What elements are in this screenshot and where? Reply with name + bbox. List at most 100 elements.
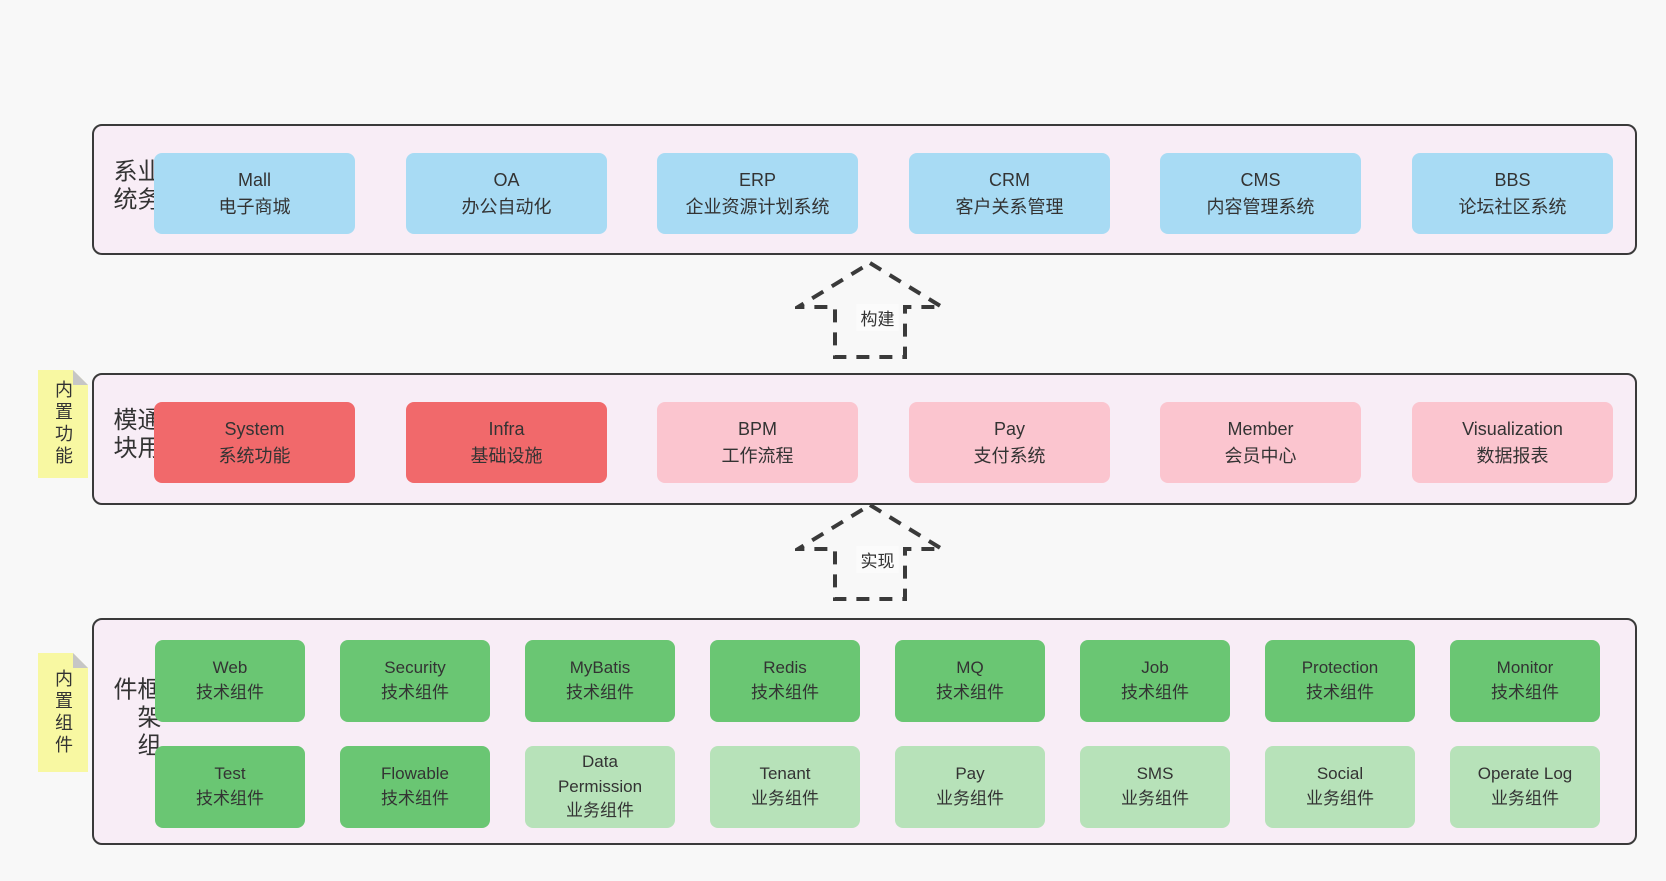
box-title: Monitor xyxy=(1496,658,1554,678)
box-title: Mall xyxy=(237,170,271,191)
box-title: Pay xyxy=(993,419,1026,440)
box-subtitle: 技术组件 xyxy=(1491,683,1559,702)
box-subtitle: 企业资源计划系统 xyxy=(685,196,830,217)
build-arrow-label: 构建 xyxy=(856,304,899,331)
box-mall: Mall 电子商城 xyxy=(154,153,355,234)
box-subtitle: 技术组件 xyxy=(381,683,449,702)
box-subtitle: 支付系统 xyxy=(973,445,1046,466)
box-title: Web xyxy=(212,658,248,678)
box-protection: Protection 技术组件 xyxy=(1265,640,1415,722)
box-subtitle: 系统功能 xyxy=(218,445,291,466)
box-title: Visualization xyxy=(1462,419,1563,440)
box-mybatis: MyBatis 技术组件 xyxy=(525,640,675,722)
box-web: Web 技术组件 xyxy=(155,640,305,722)
box-visualization: Visualization 数据报表 xyxy=(1412,402,1613,483)
box-data-permission: Data Permission 业务组件 xyxy=(525,746,675,828)
box-subtitle: 数据报表 xyxy=(1476,445,1549,466)
box-title: Flowable xyxy=(380,764,450,784)
box-title: MQ xyxy=(956,658,984,678)
box-operate-log: Operate Log 业务组件 xyxy=(1450,746,1600,828)
framework-components-label: 框架组件 xyxy=(109,675,160,760)
box-mq: MQ 技术组件 xyxy=(895,640,1045,722)
box-subtitle: 工作流程 xyxy=(721,445,794,466)
note-fold-corner xyxy=(73,370,88,385)
box-subtitle: 技术组件 xyxy=(196,789,264,808)
build-arrow: 构建 xyxy=(795,260,945,360)
box-subtitle: 业务组件 xyxy=(936,789,1004,808)
box-subtitle: 业务组件 xyxy=(751,789,819,808)
box-security: Security 技术组件 xyxy=(340,640,490,722)
box-subtitle: 业务组件 xyxy=(1491,789,1559,808)
box-title: Security xyxy=(384,658,446,678)
box-bbs: BBS 论坛社区系统 xyxy=(1412,153,1613,234)
box-title: BBS xyxy=(1494,170,1531,191)
box-tenant: Tenant 业务组件 xyxy=(710,746,860,828)
box-title: Test xyxy=(214,764,246,784)
box-social: Social 业务组件 xyxy=(1265,746,1415,828)
box-subtitle: 技术组件 xyxy=(1306,683,1374,702)
box-member: Member 会员中心 xyxy=(1160,402,1361,483)
implement-arrow: 实现 xyxy=(795,502,945,602)
box-title: System xyxy=(224,419,285,440)
box-title: Pay xyxy=(955,764,985,784)
box-title: CMS xyxy=(1240,170,1281,191)
box-subtitle: 基础设施 xyxy=(470,445,543,466)
box-title: Tenant xyxy=(759,764,811,784)
up-arrow-icon xyxy=(795,260,945,359)
box-title: Social xyxy=(1316,764,1364,784)
box-pay-component: Pay 业务组件 xyxy=(895,746,1045,828)
box-subtitle: 技术组件 xyxy=(381,789,449,808)
business-systems-label: 业务系统 xyxy=(109,157,160,214)
box-title: Data Permission xyxy=(557,752,643,796)
box-subtitle: 客户关系管理 xyxy=(955,196,1064,217)
common-modules-panel: 通用模块 System 系统功能 Infra 基础设施 BPM 工作流程 Pay… xyxy=(92,373,1637,505)
box-subtitle: 论坛社区系统 xyxy=(1458,196,1567,217)
box-system: System 系统功能 xyxy=(154,402,355,483)
box-pay-module: Pay 支付系统 xyxy=(909,402,1110,483)
box-bpm: BPM 工作流程 xyxy=(657,402,858,483)
box-subtitle: 业务组件 xyxy=(1306,789,1374,808)
box-title: Redis xyxy=(763,658,807,678)
builtin-features-note: 内置功能 xyxy=(38,370,88,478)
box-infra: Infra 基础设施 xyxy=(406,402,607,483)
box-monitor: Monitor 技术组件 xyxy=(1450,640,1600,722)
box-subtitle: 办公自动化 xyxy=(461,196,552,217)
box-subtitle: 电子商城 xyxy=(218,196,291,217)
up-arrow-icon xyxy=(795,502,945,601)
box-crm: CRM 客户关系管理 xyxy=(909,153,1110,234)
box-title: BPM xyxy=(737,419,777,440)
box-oa: OA 办公自动化 xyxy=(406,153,607,234)
box-cms: CMS 内容管理系统 xyxy=(1160,153,1361,234)
common-modules-label: 通用模块 xyxy=(109,407,160,463)
implement-arrow-label: 实现 xyxy=(856,546,899,573)
box-subtitle: 业务组件 xyxy=(1121,789,1189,808)
box-subtitle: 技术组件 xyxy=(751,683,819,702)
framework-components-panel: 框架组件 Web 技术组件 Security 技术组件 MyBatis 技术组件… xyxy=(92,618,1637,845)
builtin-components-note: 内置组件 xyxy=(38,653,88,772)
box-subtitle: 技术组件 xyxy=(936,683,1004,702)
builtin-components-note-label: 内置组件 xyxy=(53,668,73,757)
note-fold-corner xyxy=(73,653,88,668)
box-subtitle: 业务组件 xyxy=(566,801,634,821)
box-redis: Redis 技术组件 xyxy=(710,640,860,722)
box-title: SMS xyxy=(1136,764,1174,784)
box-title: CRM xyxy=(989,170,1030,191)
box-title: Infra xyxy=(488,419,525,440)
business-systems-panel: 业务系统 Mall 电子商城 OA 办公自动化 ERP 企业资源计划系统 CRM… xyxy=(92,124,1637,255)
box-test: Test 技术组件 xyxy=(155,746,305,828)
box-flowable: Flowable 技术组件 xyxy=(340,746,490,828)
box-subtitle: 技术组件 xyxy=(1121,683,1189,702)
box-title: OA xyxy=(493,170,520,191)
box-title: ERP xyxy=(738,170,776,191)
box-subtitle: 技术组件 xyxy=(566,683,634,702)
box-job: Job 技术组件 xyxy=(1080,640,1230,722)
box-subtitle: 内容管理系统 xyxy=(1206,196,1315,217)
box-title: Member xyxy=(1227,419,1294,440)
box-subtitle: 技术组件 xyxy=(196,683,264,702)
box-subtitle: 会员中心 xyxy=(1224,445,1297,466)
box-title: Job xyxy=(1141,658,1169,678)
box-title: Operate Log xyxy=(1477,764,1573,784)
box-title: Protection xyxy=(1301,658,1379,678)
box-erp: ERP 企业资源计划系统 xyxy=(657,153,858,234)
